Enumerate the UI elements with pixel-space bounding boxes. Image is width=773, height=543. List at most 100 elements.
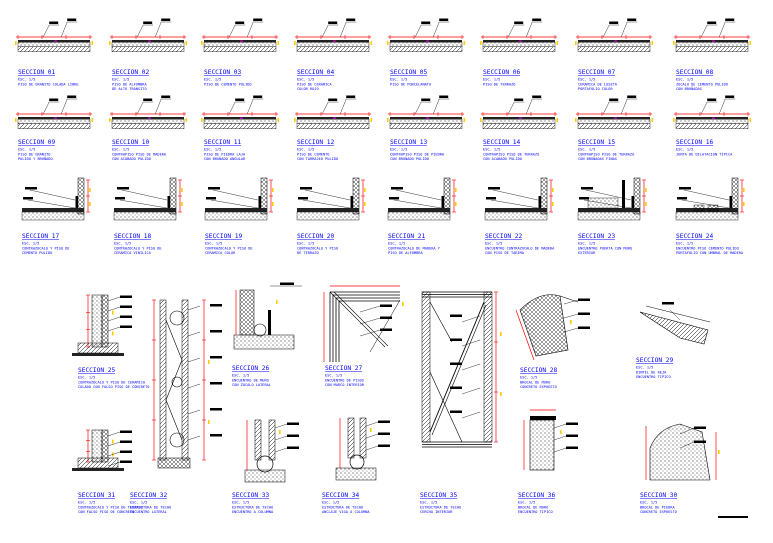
section-scale: ESC. 1/5 (114, 242, 131, 246)
section-scale: ESC. 1/5 (520, 376, 537, 380)
leader-line (508, 101, 515, 115)
mortar-layer (577, 42, 651, 47)
section-description: COLOR ROJO (297, 87, 319, 91)
leader-line (365, 445, 379, 451)
section-description: ENCUENTRO A COLUMNA (232, 510, 274, 514)
mortar-layer (17, 118, 91, 124)
mortar-layer (203, 118, 277, 124)
leader-line (187, 305, 201, 311)
section-description: CERAMICA DE LOSETA (578, 83, 618, 87)
leader-line (553, 435, 567, 441)
level-marker (455, 188, 457, 192)
section-scale: ESC. 1/5 (322, 501, 339, 505)
slab-layer (17, 123, 91, 129)
section-label: SECCION 22 (485, 233, 523, 240)
leader-line (247, 21, 254, 38)
brace-line (369, 299, 401, 353)
leader-line (359, 329, 381, 337)
leader-line (526, 21, 533, 38)
leader-line (683, 189, 730, 201)
leader-text (694, 440, 706, 443)
level-marker (277, 118, 280, 122)
leader-text (450, 338, 462, 341)
slab-layer (296, 46, 370, 52)
leader-text (439, 18, 449, 21)
section-scale: ESC. 1/5 (578, 242, 595, 246)
mortar-layer (296, 42, 370, 47)
leader-line (119, 199, 168, 209)
leader-text (287, 446, 299, 449)
level-marker (480, 41, 482, 45)
leader-text (143, 21, 153, 24)
leader-text (378, 420, 390, 423)
level-marker (91, 118, 94, 122)
leader-text (120, 315, 132, 318)
leader-text (23, 197, 33, 200)
section-scale: ESC. 1/5 (297, 78, 314, 82)
leader-line (679, 427, 695, 435)
section-label: SECCION 35 (420, 492, 458, 499)
section-description: BROCAL DE PIEDRA (640, 506, 675, 510)
section-scale: ESC. 1/5 (578, 148, 595, 152)
leader-text (161, 95, 171, 98)
mortar-layer (389, 42, 463, 47)
section-description: BROCAL DE MURO (520, 381, 550, 385)
leader-line (553, 447, 567, 453)
leader-text (49, 98, 59, 101)
section-description: CON BRUÑADO ANGULAR (204, 156, 246, 161)
section-description: CONTRAZOCALO Y PISO DE (114, 247, 162, 251)
leader-line (563, 299, 579, 305)
section-label: SECCION 15 (578, 139, 616, 146)
skirting-board (350, 196, 353, 208)
section-description: PISO DE CERAMICA (297, 83, 332, 87)
skirting-board (258, 196, 261, 208)
section-description: CON MARCO INTERIOR (325, 383, 365, 387)
leader-line (187, 435, 201, 441)
level-marker (277, 41, 280, 45)
section-scale: ESC. 1/5 (640, 501, 657, 505)
leader-line (603, 101, 610, 115)
leader-text (253, 18, 263, 21)
level-marker (91, 41, 94, 45)
level-marker (480, 118, 482, 122)
leader-text (300, 187, 312, 190)
leader-text (627, 95, 637, 98)
slab-layer (482, 46, 556, 52)
leader-text (679, 187, 691, 190)
leader-line (359, 305, 381, 313)
section-label: SECCION 02 (112, 69, 150, 76)
skirting-board (75, 196, 78, 208)
level-marker (15, 118, 17, 122)
leader-line (526, 98, 533, 115)
level-marker (294, 118, 296, 122)
leader-line (107, 451, 121, 457)
leader-line (43, 24, 50, 38)
finish-marker (614, 40, 617, 42)
section-label: SECCION 25 (78, 367, 116, 374)
skirting-board (631, 196, 634, 208)
section-label: SECCION 04 (297, 69, 335, 76)
section-description: CON TARRAJEO PULIDO (297, 157, 338, 161)
section-description: ENCUENTRO CONTRAZOCALO DE MADERA (485, 247, 555, 251)
leader-line (415, 101, 422, 115)
truss-left-chord (159, 299, 167, 461)
section-description: PISO DE ALFOMBRA (112, 83, 147, 87)
level-marker (556, 118, 559, 122)
leader-text (287, 434, 299, 437)
level-marker (556, 41, 559, 45)
leader-text (609, 21, 619, 24)
column-left (347, 417, 355, 459)
section-description: CON ACABADO PULIDO (112, 157, 151, 161)
section-description: JUNTA DE DILATACION TIPICA (676, 153, 733, 157)
leader-line (490, 199, 539, 209)
leader-text (25, 187, 37, 190)
column-cover (101, 429, 109, 463)
leader-text (117, 187, 129, 190)
finish-marker (519, 117, 522, 119)
mortar-layer (17, 42, 91, 47)
mortar-layer (111, 42, 185, 47)
section-description: ENCUENTRO DE MURO (232, 379, 269, 383)
